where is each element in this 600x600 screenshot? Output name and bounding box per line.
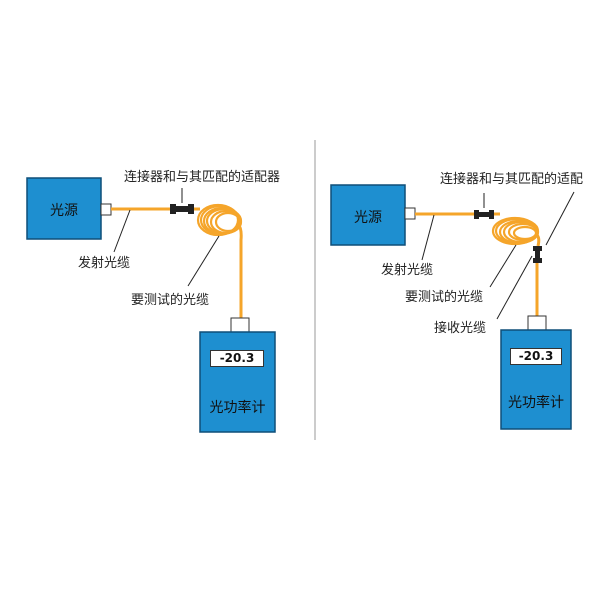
- right-meter-reading: -20.3: [510, 348, 562, 365]
- left-fiber-coil: [196, 203, 243, 237]
- right-light-source-label: 光源: [354, 210, 382, 226]
- right-connector-adapter: [474, 210, 494, 219]
- left-connector-adapter: [170, 204, 194, 214]
- left-fiber-to-meter: [236, 222, 243, 318]
- left-connector-label: 连接器和与其匹配的适配器: [124, 170, 281, 185]
- left-test-cable-leader: [187, 235, 220, 287]
- left-cable-under-test-label: 要测试的光缆: [131, 293, 210, 308]
- right-power-meter-label: 光功率计: [508, 395, 564, 411]
- right-light-source-box: [330, 184, 406, 246]
- right-launch-cable-label: 发射光缆: [381, 263, 434, 278]
- left-power-meter-box: [199, 331, 276, 433]
- left-launch-cable-label: 发射光缆: [78, 256, 131, 271]
- right-fiber-coil: [491, 216, 540, 246]
- right-source-port: [404, 207, 416, 220]
- right-second-adapter: [533, 246, 542, 263]
- right-power-meter-box: [500, 329, 572, 430]
- right-meter-port: [527, 315, 547, 331]
- right-fiber-to-adapter: [535, 233, 541, 247]
- right-top-edge-leader: [545, 191, 575, 246]
- left-meter-port: [230, 317, 250, 333]
- left-light-source-label: 光源: [50, 203, 78, 219]
- right-cable-under-test-label: 要测试的光缆: [405, 290, 484, 305]
- right-setup: [330, 184, 575, 430]
- right-test-cable-leader: [489, 244, 517, 288]
- right-connector-label: 连接器和与其匹配的适配: [440, 172, 584, 187]
- left-power-meter-label: 光功率计: [209, 400, 266, 416]
- right-launch-leader: [421, 214, 435, 261]
- left-source-port: [100, 203, 112, 216]
- right-receive-leader: [496, 255, 533, 320]
- left-launch-leader: [113, 209, 131, 253]
- left-setup: [26, 177, 276, 433]
- right-receive-cable-label: 接收光缆: [434, 321, 487, 336]
- left-meter-reading: -20.3: [210, 350, 264, 367]
